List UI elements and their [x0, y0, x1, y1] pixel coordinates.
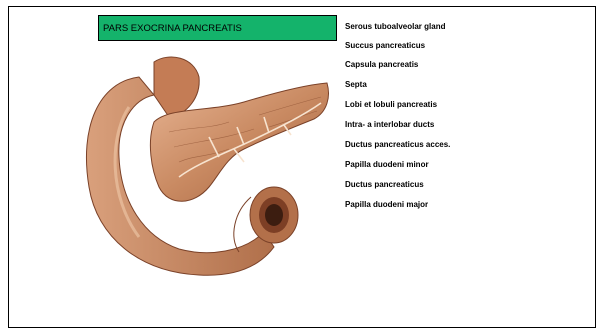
label-papilla-major: Papilla duodeni major — [345, 200, 428, 209]
label-lobi: Lobi et lobuli pancreatis — [345, 100, 437, 109]
slide: PARS EXOCRINA PANCREATIS — [8, 6, 596, 328]
label-serous-gland: Serous tuboalveolar gland — [345, 22, 445, 31]
label-capsula: Capsula pancreatis — [345, 60, 418, 69]
label-papilla-minor: Papilla duodeni minor — [345, 160, 429, 169]
label-succus: Succus pancreaticus — [345, 41, 425, 50]
label-septa: Septa — [345, 80, 367, 89]
pancreas-illustration — [59, 37, 334, 307]
label-ductus: Ductus pancreaticus — [345, 180, 424, 189]
label-ductus-acces: Ductus pancreaticus acces. — [345, 140, 450, 149]
label-ducts: Intra- a interlobar ducts — [345, 120, 434, 129]
